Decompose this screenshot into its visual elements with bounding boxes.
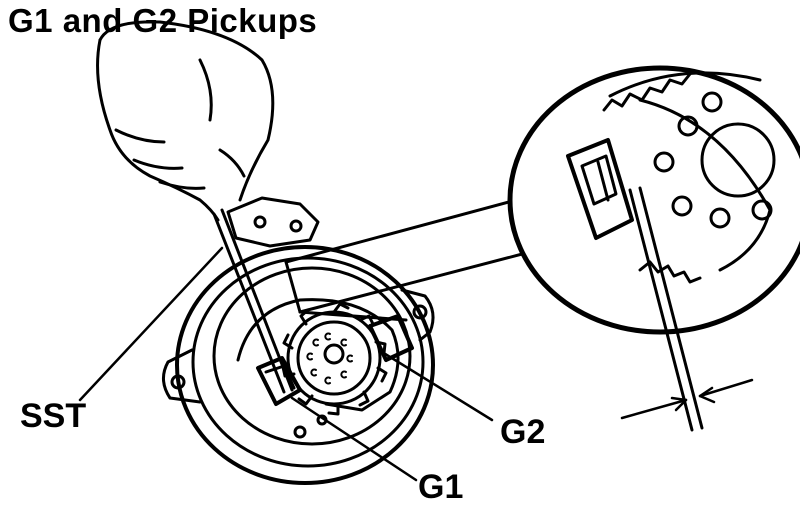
sst-leader — [78, 246, 224, 402]
g2-leader — [380, 350, 494, 422]
magnified-view — [507, 65, 800, 432]
signal-rotor — [281, 302, 388, 416]
g2-pickup — [368, 314, 414, 362]
g1-label: G1 — [418, 468, 464, 506]
g1-leader — [290, 396, 418, 482]
sst-label: SST — [20, 397, 87, 435]
zoom-callout — [284, 198, 532, 322]
g2-label: G2 — [500, 413, 546, 451]
sst-feeler-gauge — [212, 208, 294, 394]
hand-holding-gauge — [96, 20, 275, 222]
leader-lines — [78, 246, 494, 482]
diagram-title: G1 and G2 Pickups — [8, 2, 318, 39]
distributor-housing — [162, 196, 435, 485]
gap-arrows — [620, 378, 754, 420]
